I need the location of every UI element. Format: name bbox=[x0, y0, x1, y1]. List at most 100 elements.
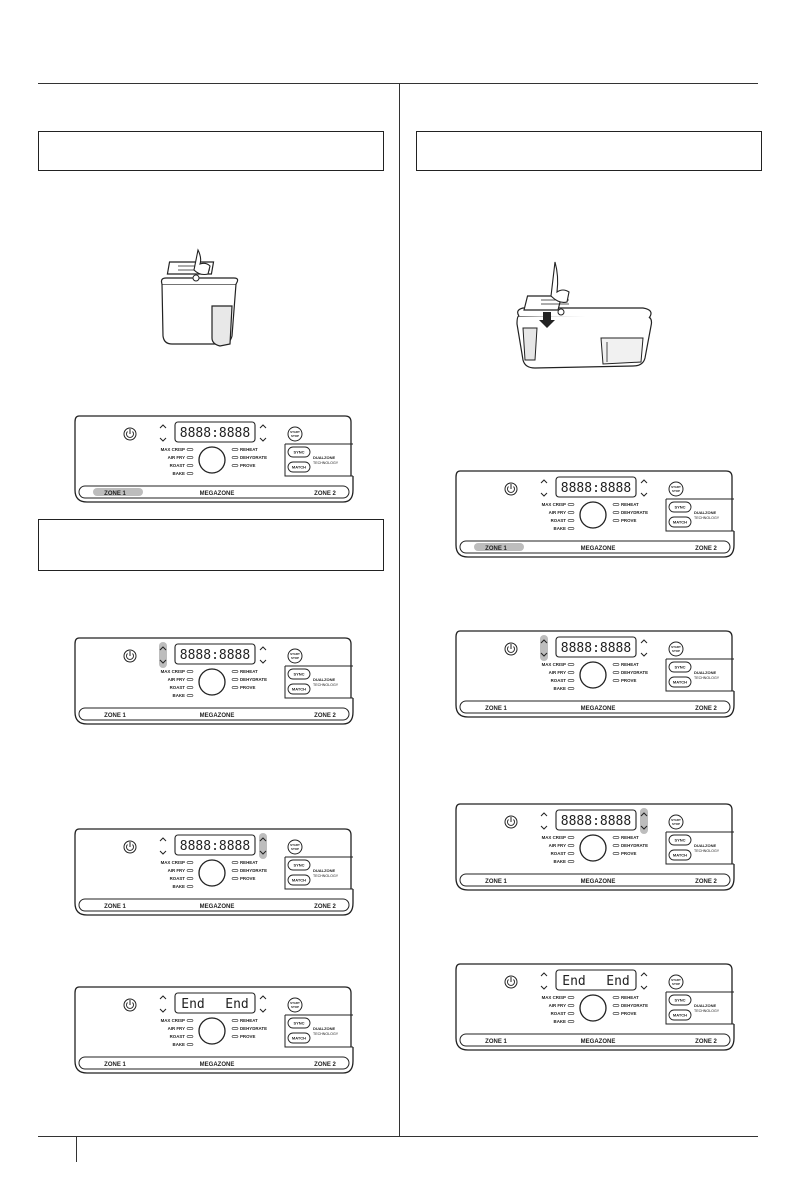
svg-text:STOP: STOP bbox=[672, 982, 680, 986]
function-label: AIR FRY bbox=[549, 510, 566, 515]
display-digits: 8888:8888 bbox=[180, 648, 250, 663]
function-label: MAX CRISP bbox=[161, 447, 185, 452]
column-divider bbox=[399, 84, 400, 1136]
svg-text:TECHNOLOGY: TECHNOLOGY bbox=[694, 849, 720, 853]
function-label: ROAST bbox=[551, 851, 567, 856]
sync-button bbox=[287, 859, 311, 871]
start-stop-button bbox=[287, 426, 303, 442]
control-dial bbox=[579, 834, 607, 862]
sync-button bbox=[287, 668, 311, 680]
svg-text:START: START bbox=[671, 485, 681, 489]
match-button bbox=[668, 849, 692, 861]
function-label: DEHYDRATE bbox=[621, 670, 648, 675]
display-end-left: End bbox=[562, 974, 585, 989]
down-arrow-icon bbox=[259, 1008, 267, 1013]
basket-illustration-mega bbox=[515, 258, 655, 383]
function-label: AIR FRY bbox=[549, 843, 566, 848]
bottom-rule bbox=[38, 1136, 758, 1137]
svg-text:SYNC: SYNC bbox=[674, 505, 685, 510]
down-arrow-icon bbox=[259, 659, 267, 664]
up-arrow-icon bbox=[640, 479, 648, 484]
svg-text:TECHNOLOGY: TECHNOLOGY bbox=[694, 1009, 720, 1013]
time-display bbox=[555, 636, 637, 658]
megazone-label: MEGAZONE bbox=[581, 706, 616, 712]
svg-text:TECHNOLOGY: TECHNOLOGY bbox=[694, 516, 720, 520]
sync-button bbox=[287, 446, 311, 458]
zone2-label: ZONE 2 bbox=[314, 904, 336, 910]
control-panel-right-arrows-r: ZONE 1 MEGAZONE ZONE 2 8888:8888 START S… bbox=[455, 802, 736, 892]
megazone-label: MEGAZONE bbox=[200, 1062, 235, 1068]
function-label: REHEAT bbox=[621, 835, 639, 840]
svg-text:SYNC: SYNC bbox=[674, 838, 685, 843]
time-display bbox=[555, 809, 637, 831]
up-arrow-icon bbox=[640, 639, 648, 644]
function-label: MAX CRISP bbox=[542, 662, 566, 667]
down-arrow-icon bbox=[640, 492, 648, 497]
function-label: BAKE bbox=[554, 1019, 567, 1024]
zone2-label: ZONE 2 bbox=[314, 713, 336, 719]
zone-bar bbox=[78, 707, 350, 721]
down-arrow-icon bbox=[159, 437, 167, 442]
up-arrow-icon bbox=[159, 646, 167, 651]
svg-text:START: START bbox=[290, 843, 300, 847]
control-panel-left-arrows-r: ZONE 1 MEGAZONE ZONE 2 8888:8888 START S… bbox=[455, 629, 736, 719]
function-label: ROAST bbox=[170, 685, 186, 690]
control-panel-left-arrows: ZONE 1 MEGAZONE ZONE 2 8888:8888 START S… bbox=[74, 636, 355, 726]
function-label: MAX CRISP bbox=[542, 502, 566, 507]
svg-text:START: START bbox=[290, 1001, 300, 1005]
megazone-label: MEGAZONE bbox=[200, 904, 235, 910]
svg-text:STOP: STOP bbox=[291, 434, 299, 438]
function-label: MAX CRISP bbox=[161, 669, 185, 674]
zone2-label: ZONE 2 bbox=[695, 879, 717, 885]
function-label: ROAST bbox=[170, 876, 186, 881]
function-label: AIR FRY bbox=[168, 1026, 185, 1031]
zone-bar bbox=[459, 1033, 731, 1047]
function-label: DEHYDRATE bbox=[240, 1026, 267, 1031]
function-label: AIR FRY bbox=[549, 1003, 566, 1008]
function-label: REHEAT bbox=[240, 1018, 258, 1023]
folio-tick bbox=[76, 1136, 77, 1162]
svg-text:STOP: STOP bbox=[291, 1005, 299, 1009]
power-icon bbox=[123, 998, 137, 1012]
control-panel-right-arrows: ZONE 1 MEGAZONE ZONE 2 8888:8888 START S… bbox=[74, 827, 355, 917]
svg-text:DUALZONE: DUALZONE bbox=[313, 868, 336, 873]
control-dial bbox=[198, 1017, 226, 1045]
display-end-right: End bbox=[606, 974, 629, 989]
function-label: REHEAT bbox=[621, 662, 639, 667]
svg-text:MATCH: MATCH bbox=[673, 680, 687, 685]
up-arrow-icon bbox=[259, 424, 267, 429]
power-icon bbox=[504, 642, 518, 656]
control-dial bbox=[579, 501, 607, 529]
function-label: PROVE bbox=[621, 678, 636, 683]
display-end-right: End bbox=[225, 997, 248, 1012]
svg-text:MATCH: MATCH bbox=[673, 520, 687, 525]
svg-text:TECHNOLOGY: TECHNOLOGY bbox=[313, 461, 339, 465]
power-icon bbox=[504, 815, 518, 829]
zone1-label: ZONE 1 bbox=[485, 706, 507, 712]
function-label: PROVE bbox=[240, 685, 255, 690]
up-arrow-icon bbox=[640, 972, 648, 977]
up-arrow-icon bbox=[540, 972, 548, 977]
function-label: REHEAT bbox=[240, 860, 258, 865]
function-label: DEHYDRATE bbox=[240, 868, 267, 873]
down-arrow-icon bbox=[540, 985, 548, 990]
down-arrow-icon bbox=[159, 659, 167, 664]
function-label: AIR FRY bbox=[168, 677, 185, 682]
control-panel-end-r: ZONE 1 MEGAZONE ZONE 2 End End START STO… bbox=[455, 962, 736, 1052]
svg-text:STOP: STOP bbox=[672, 649, 680, 653]
function-label: REHEAT bbox=[621, 502, 639, 507]
note-box-right-1 bbox=[416, 131, 762, 171]
press-down-arrow-icon bbox=[539, 312, 555, 328]
svg-text:DUALZONE: DUALZONE bbox=[313, 455, 336, 460]
power-icon bbox=[123, 840, 137, 854]
up-arrow-icon bbox=[259, 646, 267, 651]
function-label: DEHYDRATE bbox=[240, 455, 267, 460]
down-arrow-icon bbox=[640, 985, 648, 990]
control-dial bbox=[198, 446, 226, 474]
up-arrow-icon bbox=[540, 479, 548, 484]
sync-button bbox=[668, 501, 692, 513]
function-label: ROAST bbox=[551, 678, 567, 683]
svg-text:SYNC: SYNC bbox=[293, 863, 304, 868]
svg-text:DUALZONE: DUALZONE bbox=[694, 1003, 717, 1008]
time-display bbox=[174, 421, 256, 443]
